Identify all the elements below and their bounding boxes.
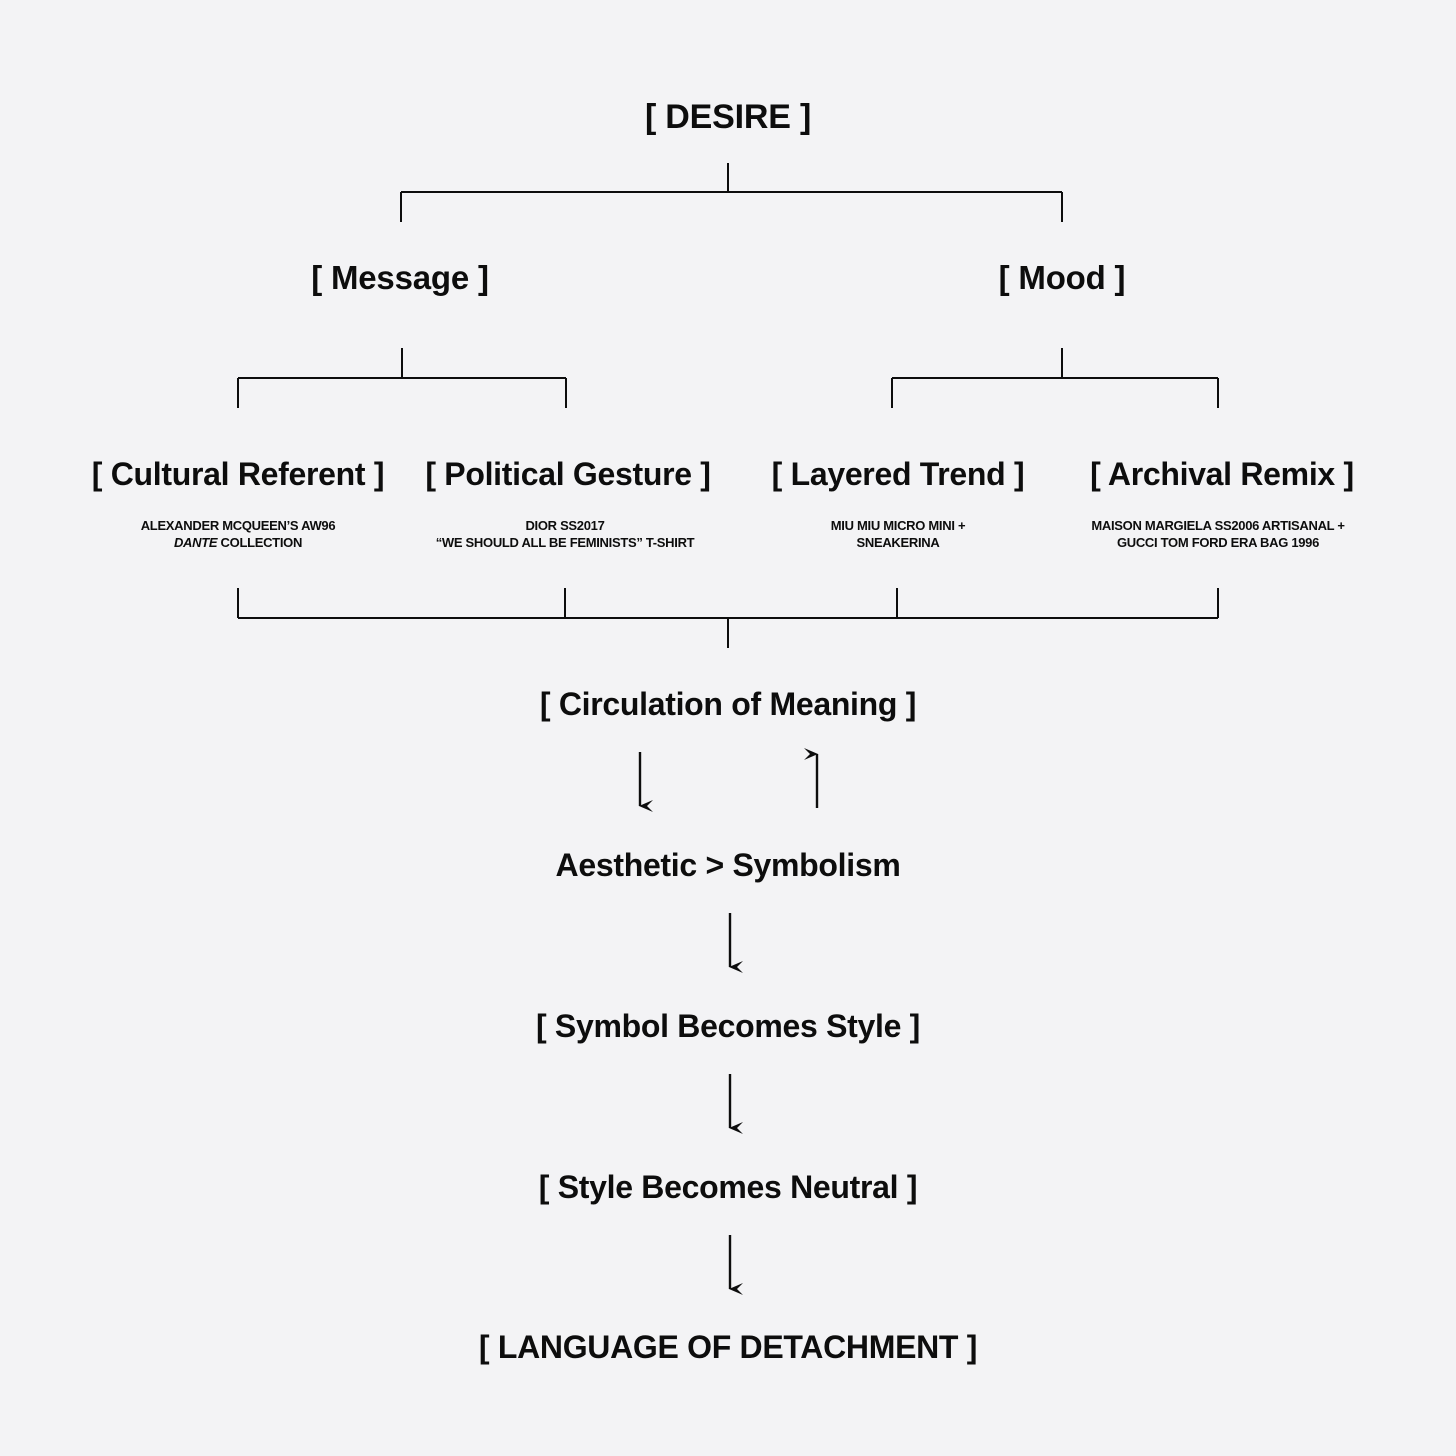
node-layered-trend: [ Layered Trend ] (771, 456, 1025, 492)
connector-root (400, 163, 1063, 222)
node-political-gesture: [ Political Gesture ] (425, 456, 711, 492)
caption-layered-trend: MIU MIU MICRO MINI + SNEAKERINA (830, 517, 966, 551)
caption-archival-remix: MAISON MARGIELA SS2006 ARTISANAL + GUCCI… (1091, 517, 1345, 551)
node-cultural-referent: [ Cultural Referent ] (91, 456, 385, 492)
caption-tail: COLLECTION (217, 535, 303, 550)
connector-convergence (237, 588, 1219, 648)
node-style-becomes-neutral: [ Style Becomes Neutral ] (538, 1169, 918, 1205)
node-language-of-detachment: [ LANGUAGE OF DETACHMENT ] (478, 1329, 978, 1365)
node-message: [ Message ] (311, 259, 489, 296)
caption-line: GUCCI TOM FORD ERA BAG 1996 (1116, 535, 1320, 550)
node-circulation-of-meaning: [ Circulation of Meaning ] (539, 686, 917, 722)
caption-line: SNEAKERINA (856, 535, 940, 550)
caption-line: DANTE COLLECTION (141, 534, 336, 551)
caption-line: ALEXANDER MCQUEEN’S AW96 (140, 518, 336, 533)
node-symbol-becomes-style: [ Symbol Becomes Style ] (535, 1008, 921, 1044)
node-mood: [ Mood ] (998, 259, 1126, 296)
caption-line: “WE SHOULD ALL BE FEMINISTS” T-SHIRT (435, 535, 695, 550)
caption-italic: DANTE (173, 535, 218, 550)
caption-cultural-referent: ALEXANDER MCQUEEN’S AW96 DANTE COLLECTIO… (141, 517, 336, 551)
caption-line: MIU MIU MICRO MINI + (830, 518, 966, 533)
node-aesthetic-symbolism: Aesthetic > Symbolism (555, 847, 901, 883)
node-desire: [ DESIRE ] (644, 98, 812, 136)
caption-line: DIOR SS2017 (525, 518, 605, 533)
connector-message (237, 348, 567, 408)
node-archival-remix: [ Archival Remix ] (1090, 456, 1354, 492)
caption-political-gesture: DIOR SS2017 “WE SHOULD ALL BE FEMINISTS”… (436, 517, 695, 551)
caption-line: MAISON MARGIELA SS2006 ARTISANAL + (1091, 518, 1345, 533)
connector-mood (891, 348, 1219, 408)
